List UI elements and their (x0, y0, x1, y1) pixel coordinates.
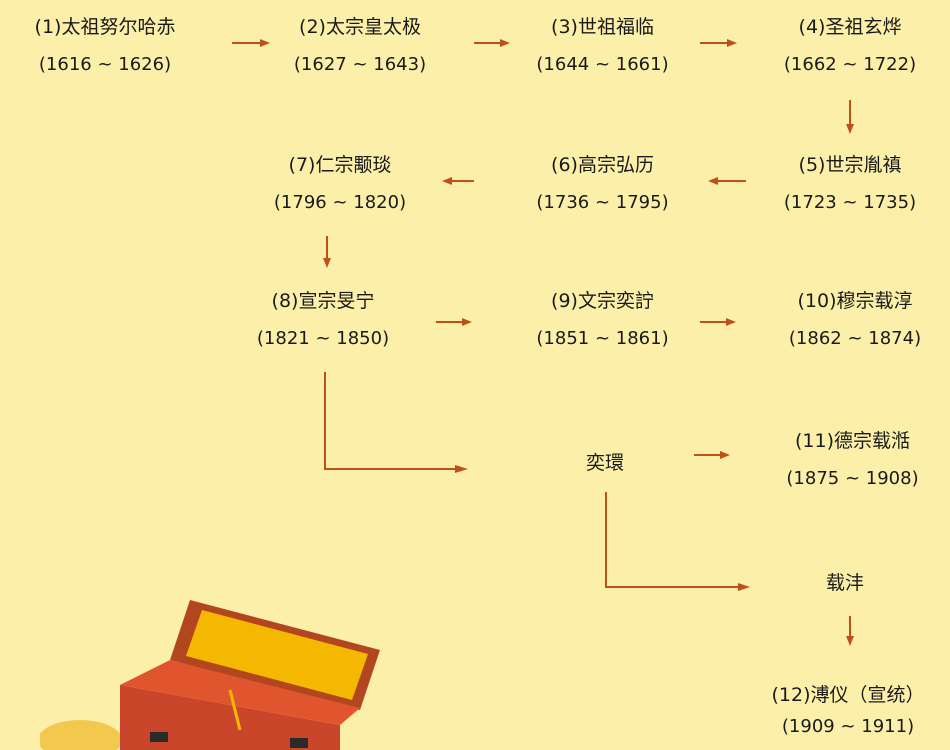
box-latch (150, 732, 168, 742)
arrow-right-yihuan-11 (694, 451, 730, 459)
intermediate-node-yihuan: 奕環 (560, 450, 650, 476)
arrow-right-9-10 (700, 318, 736, 326)
emperor-node-11: (11)德宗载湉 (1875 ~ 1908) (770, 428, 935, 492)
emperor-name: (12)溥仪（宣统） (771, 684, 925, 706)
emperor-node-12: (12)溥仪（宣统） (1909 ~ 1911) (748, 682, 948, 740)
arrow-right-8-9 (436, 318, 472, 326)
reign-years: (1662 ~ 1722) (783, 54, 917, 75)
emperor-node-7: (7)仁宗颙琰 (1796 ~ 1820) (255, 152, 425, 216)
emperor-name: (9)文宗奕詝 (551, 290, 654, 312)
reign-years: (1821 ~ 1850) (256, 328, 390, 349)
emperor-name: (6)高宗弘历 (551, 154, 654, 176)
arrow-elbow-8-yihuan (324, 372, 468, 473)
cushion-shape (40, 720, 122, 750)
arrow-down-zaifeng-12 (846, 616, 854, 646)
box-base-front (120, 685, 340, 750)
arrow-right-2-3 (474, 39, 510, 47)
box-latch (290, 738, 308, 748)
intermediate-name: 奕環 (585, 452, 624, 474)
arrow-left-6-7 (442, 177, 474, 185)
reign-years: (1616 ~ 1626) (38, 54, 172, 75)
emperor-node-6: (6)高宗弘历 (1736 ~ 1795) (520, 152, 685, 216)
emperor-node-2: (2)太宗皇太极 (1627 ~ 1643) (275, 14, 445, 78)
reign-years: (1723 ~ 1735) (783, 192, 917, 213)
emperor-name: (8)宣宗旻宁 (271, 290, 375, 312)
emperor-node-5: (5)世宗胤禛 (1723 ~ 1735) (770, 152, 930, 216)
arrow-right-1-2 (232, 39, 270, 47)
emperor-name: (10)穆宗载淳 (797, 290, 913, 312)
box-base-top (120, 660, 360, 725)
emperor-node-10: (10)穆宗载淳 (1862 ~ 1874) (770, 288, 940, 352)
arrow-right-3-4 (700, 39, 737, 47)
reign-years: (1627 ~ 1643) (293, 54, 427, 75)
arrow-down-7-8 (323, 236, 331, 268)
emperor-node-8: (8)宣宗旻宁 (1821 ~ 1850) (238, 288, 408, 352)
arrow-left-5-6 (708, 177, 746, 185)
emperor-name: (1)太祖努尔哈赤 (34, 16, 176, 38)
box-lid-lining (186, 610, 368, 700)
reign-years: (1909 ~ 1911) (781, 716, 915, 737)
intermediate-name: 载沣 (825, 572, 864, 594)
reign-years: (1875 ~ 1908) (786, 468, 919, 489)
reign-years: (1796 ~ 1820) (273, 192, 407, 213)
emperor-node-4: (4)圣祖玄烨 (1662 ~ 1722) (770, 14, 930, 78)
reign-years: (1644 ~ 1661) (536, 54, 669, 75)
arrow-elbow-yihuan-zaifeng (605, 492, 750, 591)
reign-years: (1851 ~ 1861) (536, 328, 669, 349)
emperor-name: (7)仁宗颙琰 (288, 154, 392, 176)
reign-years: (1862 ~ 1874) (788, 328, 922, 349)
emperor-node-9: (9)文宗奕詝 (1851 ~ 1861) (520, 288, 685, 352)
emperor-name: (5)世宗胤禛 (798, 154, 902, 176)
intermediate-node-zaifeng: 载沣 (800, 570, 890, 596)
emperor-name: (3)世祖福临 (551, 16, 654, 38)
reign-years: (1736 ~ 1795) (536, 192, 669, 213)
emperor-node-3: (3)世祖福临 (1644 ~ 1661) (520, 14, 685, 78)
arrow-down-4-5 (846, 100, 854, 134)
emperor-name: (4)圣祖玄烨 (798, 16, 902, 38)
emperor-name: (11)德宗载湉 (794, 430, 910, 452)
emperor-name: (2)太宗皇太极 (299, 16, 421, 38)
emperor-node-1: (1)太祖努尔哈赤 (1616 ~ 1626) (0, 14, 210, 78)
open-box-illustration (40, 600, 380, 750)
